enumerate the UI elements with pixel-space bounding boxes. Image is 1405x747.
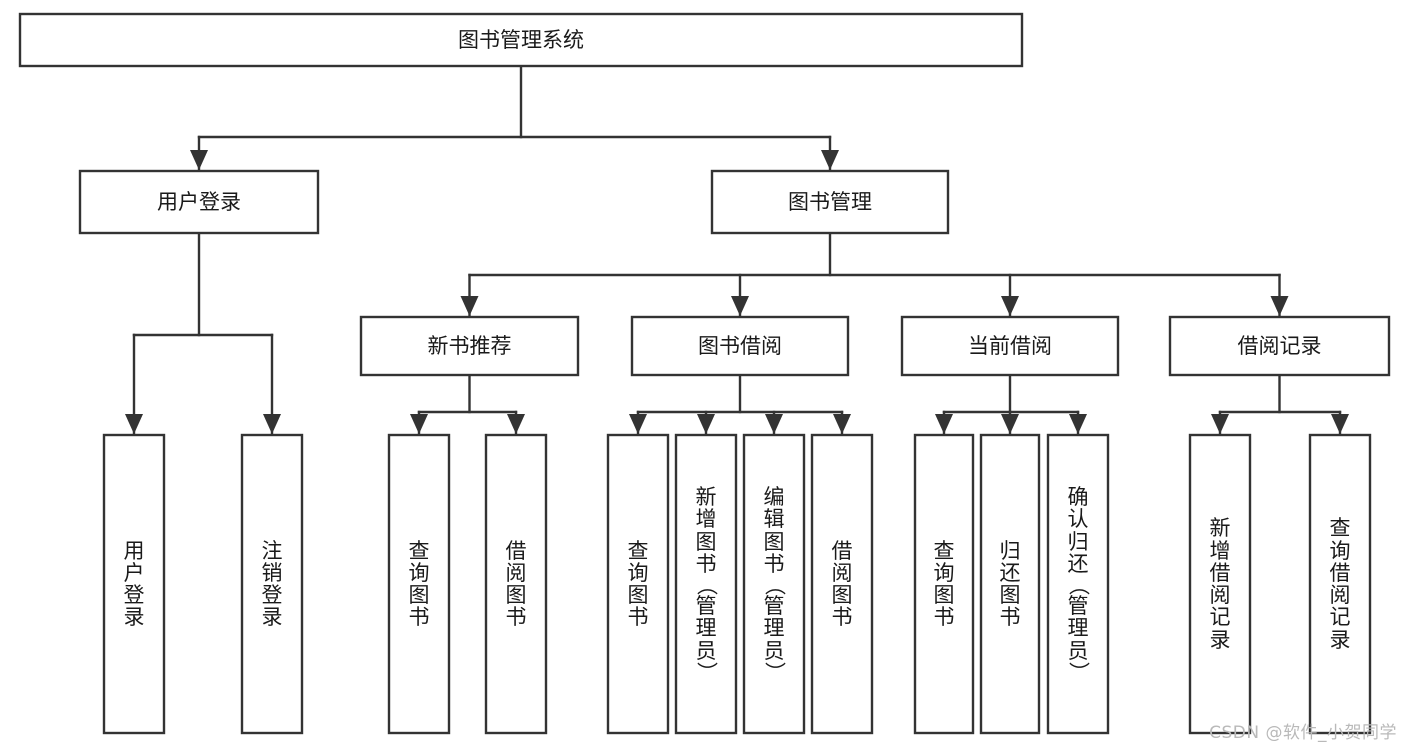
node-leaf-edit-book-rect[interactable] bbox=[742, 433, 806, 735]
node-current-borrow-label: 当前借阅 bbox=[968, 334, 1052, 358]
node-leaf-user-login-rect[interactable] bbox=[102, 433, 166, 735]
node-borrow-record-label: 借阅记录 bbox=[1238, 334, 1322, 358]
node-book-manage-rect[interactable] bbox=[710, 169, 950, 235]
node-leaf-user-login-label-wrap: 用户登录 bbox=[123, 538, 145, 630]
node-leaf-add-record-label: 新增借阅记录 bbox=[1209, 516, 1231, 652]
node-root-root[interactable]: 图书管理系统 bbox=[18, 12, 1024, 68]
node-book-manage-label: 图书管理 bbox=[788, 190, 872, 214]
node-current-borrow[interactable]: 当前借阅 bbox=[900, 315, 1120, 377]
node-user-login-label: 用户登录 bbox=[157, 190, 241, 214]
node-leaf-return-book-label: 归还图书 bbox=[999, 538, 1021, 630]
node-borrow-record-rect[interactable] bbox=[1168, 315, 1391, 377]
connector-edges bbox=[125, 64, 1349, 436]
node-leaf-add-book-rect[interactable] bbox=[674, 433, 738, 735]
node-leaf-query-book-1-rect[interactable] bbox=[387, 433, 451, 735]
node-leaf-query-book-2-label: 查询图书 bbox=[627, 538, 649, 630]
node-leaf-query-book-3-label: 查询图书 bbox=[933, 538, 955, 630]
node-leaf-return-book-rect[interactable] bbox=[979, 433, 1041, 735]
node-user-login[interactable]: 用户登录 bbox=[78, 169, 320, 235]
node-book-manage[interactable]: 图书管理 bbox=[710, 169, 950, 235]
node-book-borrow-label: 图书借阅 bbox=[698, 334, 782, 358]
node-borrow-record[interactable]: 借阅记录 bbox=[1168, 315, 1391, 377]
node-leaf-query-record-label: 查询借阅记录 bbox=[1329, 516, 1351, 652]
node-root-root-rect[interactable] bbox=[18, 12, 1024, 68]
node-book-borrow-rect[interactable] bbox=[630, 315, 850, 377]
node-leaf-borrow-book-1-rect[interactable] bbox=[484, 433, 548, 735]
node-leaf-add-book-label: 新增图书（管理员） bbox=[694, 485, 718, 683]
node-leaf-user-login-label: 用户登录 bbox=[123, 538, 145, 630]
node-leaf-logout-label: 注销登录 bbox=[261, 538, 283, 630]
node-book-borrow[interactable]: 图书借阅 bbox=[630, 315, 850, 377]
node-leaf-query-book-2-rect[interactable] bbox=[606, 433, 670, 735]
node-boxes: 图书管理系统用户登录图书管理新书推荐图书借阅当前借阅借阅记录用户登录注销登录查询… bbox=[18, 12, 1391, 735]
node-leaf-query-record-rect[interactable] bbox=[1308, 433, 1372, 735]
node-leaf-user-login[interactable]: 用户登录 bbox=[102, 433, 166, 735]
node-leaf-confirm-return-label: 确认归还（管理员） bbox=[1066, 485, 1090, 683]
node-leaf-query-book-3-rect[interactable] bbox=[913, 433, 975, 735]
node-new-book-recommend-label: 新书推荐 bbox=[428, 334, 512, 358]
node-leaf-edit-book-label: 编辑图书（管理员） bbox=[762, 485, 786, 683]
node-new-book-recommend-rect[interactable] bbox=[359, 315, 580, 377]
node-leaf-logout-rect[interactable] bbox=[240, 433, 304, 735]
node-current-borrow-rect[interactable] bbox=[900, 315, 1120, 377]
node-leaf-query-book-1-label: 查询图书 bbox=[408, 538, 430, 630]
node-leaf-borrow-book-2-label: 借阅图书 bbox=[831, 538, 853, 630]
node-user-login-rect[interactable] bbox=[78, 169, 320, 235]
node-leaf-add-record-rect[interactable] bbox=[1188, 433, 1252, 735]
node-leaf-confirm-return-rect[interactable] bbox=[1046, 433, 1110, 735]
node-leaf-borrow-book-1-label: 借阅图书 bbox=[505, 538, 527, 630]
node-leaf-borrow-book-2-rect[interactable] bbox=[810, 433, 874, 735]
node-new-book-recommend[interactable]: 新书推荐 bbox=[359, 315, 580, 377]
node-root-root-label: 图书管理系统 bbox=[458, 28, 584, 52]
